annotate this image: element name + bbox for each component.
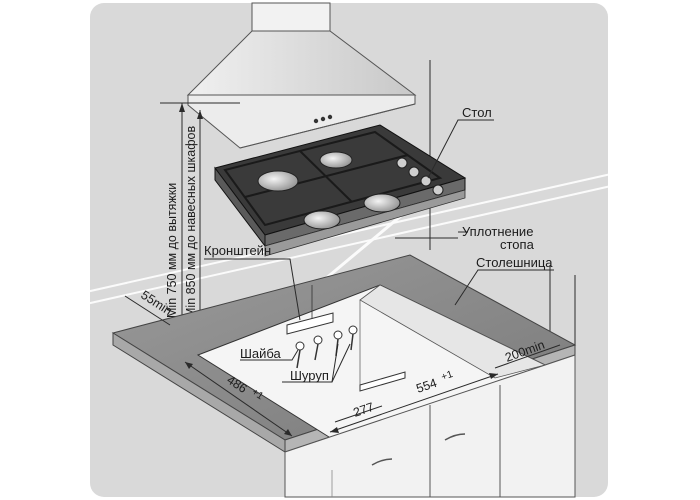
knob-icon: [432, 184, 444, 196]
label-seal-line2: стопа: [500, 237, 535, 252]
dim-width: 554 +1: [414, 369, 456, 396]
dimension-line: [184, 361, 293, 437]
knob-icon: [408, 166, 420, 178]
arrow: [179, 103, 185, 112]
label-bracket: Кронштейн: [204, 243, 271, 258]
label-screw: Шуруп: [290, 368, 329, 383]
burner-icon: [257, 170, 299, 192]
dimension-line: [494, 344, 561, 369]
leader-lines: [204, 119, 554, 383]
dimension-line: [329, 373, 499, 433]
cabinet: [284, 354, 576, 498]
arrow: [284, 429, 292, 436]
screw-set: [295, 325, 358, 369]
dim-hood-clearance: Min 750 мм до вытяжки: [165, 183, 179, 318]
burner-icon: [363, 193, 401, 213]
dimension-line: [334, 405, 383, 423]
burner-icon: [319, 151, 353, 169]
arrow: [185, 362, 193, 369]
label-hob: Стол: [462, 105, 492, 120]
bracket: [286, 285, 406, 392]
gas-hob: [214, 124, 467, 257]
cutout-opening: [196, 284, 547, 443]
arrow: [489, 373, 498, 379]
label-countertop: Столешница: [476, 255, 553, 270]
dim-half-width: 277: [351, 400, 375, 420]
knob-icon: [396, 157, 408, 169]
label-washer: Шайба: [240, 346, 282, 361]
dim-cabinet-clearance: Min 850 мм до навесных шкафов: [184, 126, 198, 318]
burner-icon: [303, 210, 341, 230]
dimension-line: [124, 295, 171, 326]
range-hood: [186, 2, 417, 149]
arrow: [197, 110, 203, 119]
label-seal-line1: Уплотнение: [462, 224, 533, 239]
knob-icon: [420, 175, 432, 187]
arrow: [330, 427, 339, 433]
